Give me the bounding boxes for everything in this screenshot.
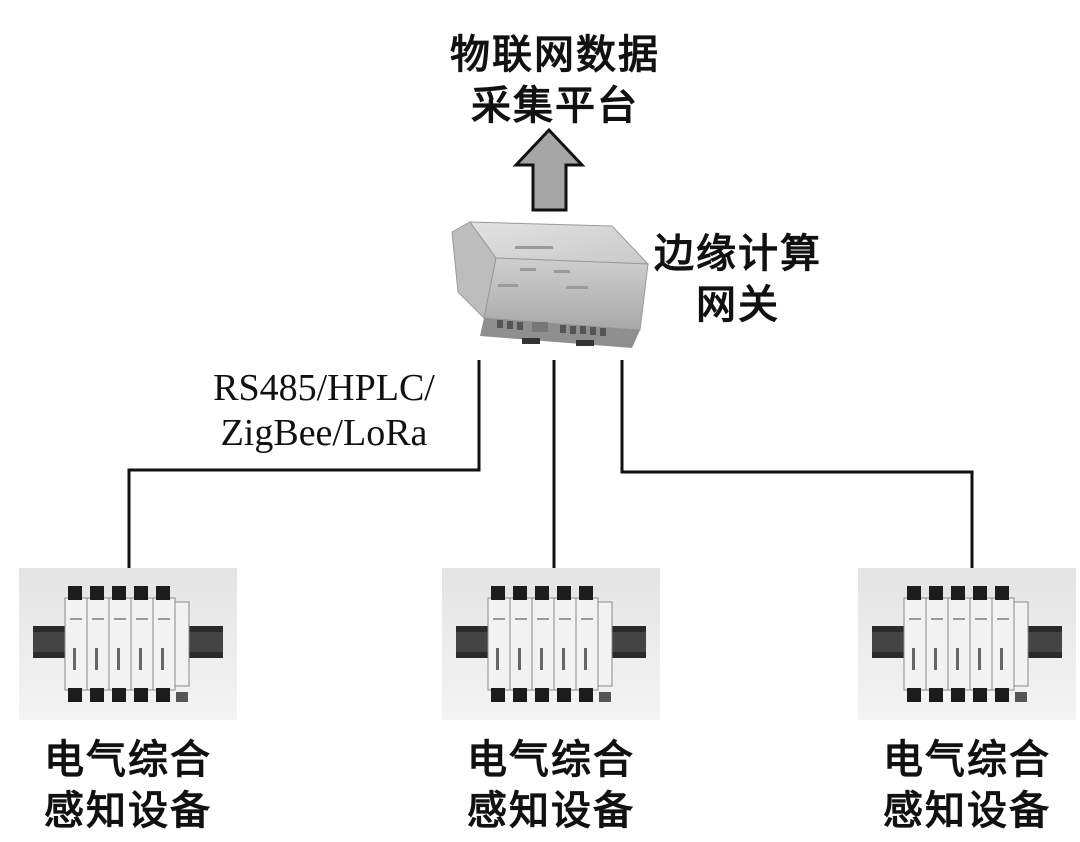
protocol-label-line-2: ZigBee/LoRa <box>220 411 428 454</box>
uplink-arrow <box>512 127 586 212</box>
gateway-label-line-1: 边缘计算 <box>654 231 822 277</box>
platform-label-line-2: 采集平台 <box>471 83 639 130</box>
protocol-label: RS485/HPLC/ ZigBee/LoRa <box>196 366 452 456</box>
device-label-3: 电气综合 感知设备 <box>877 735 1057 837</box>
sensor-device-image-2 <box>441 567 661 721</box>
protocol-label-line-1: RS485/HPLC/ <box>213 367 435 409</box>
device-label-1: 电气综合 感知设备 <box>38 735 218 837</box>
device-label-3-line-2: 感知设备 <box>883 788 1051 835</box>
gateway-label-line-2: 网关 <box>696 282 780 329</box>
device-label-2: 电气综合 感知设备 <box>461 735 641 837</box>
device-label-2-line-2: 感知设备 <box>467 788 635 835</box>
device-label-1-line-2: 感知设备 <box>44 788 212 835</box>
link-left <box>127 360 481 568</box>
link-right <box>620 360 974 568</box>
device-label-2-line-1: 电气综合 <box>467 737 635 783</box>
sensor-device-image-3 <box>857 567 1077 721</box>
platform-label-line-1: 物联网数据 <box>450 32 660 78</box>
device-label-3-line-1: 电气综合 <box>883 737 1051 783</box>
device-label-1-line-1: 电气综合 <box>44 737 212 783</box>
platform-label: 物联网数据 采集平台 <box>440 30 670 132</box>
sensor-device-image-1 <box>18 567 238 721</box>
gateway-label: 边缘计算 网关 <box>648 229 828 331</box>
